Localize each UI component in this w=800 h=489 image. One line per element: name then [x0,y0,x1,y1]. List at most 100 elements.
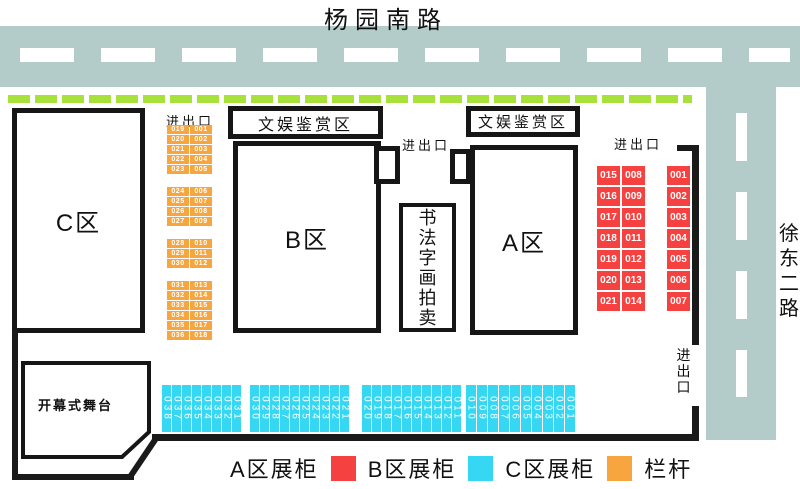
legend-swatch [330,455,356,481]
booth-cell-c: 002 [190,135,212,144]
booth-cell-b: 010 [466,385,477,432]
legend-swatch [468,455,494,481]
entertainment-area-left: 文娱鉴赏区 [228,106,383,139]
right-road-name: 徐东二路 [779,223,799,320]
booth-cell-c: 018 [190,331,212,340]
booth-cell-b: 015 [411,385,422,432]
booth-cell-b: 007 [499,385,510,432]
booth-cell-b-number: 013 [431,395,442,422]
booth-cell-c: 014 [190,291,212,300]
booth-cell-c: 029 [167,249,189,258]
booth-cell-b: 008 [487,385,499,432]
zone-a-label: A区 [501,229,546,257]
booth-cell-b: 003 [543,385,554,432]
right-road-lane-dashes [736,113,747,397]
booth-cell-b-number: 022 [329,395,340,422]
booth-cell-b-number: 036 [181,395,192,422]
booth-cell-b-number: 012 [441,395,452,422]
booth-cell-b: 035 [191,385,202,432]
booth-cell-a: 002 [667,187,690,206]
booth-cell-c: 036 [167,331,189,340]
booth-cell-a: 018 [597,229,620,248]
booth-cell-c: 034 [167,311,189,320]
booth-cell-b: 032 [221,385,232,432]
booth-cell-a: 019 [597,250,620,269]
booth-cell-b-number: 025 [299,395,310,422]
booth-cell-b-number: 008 [487,395,499,422]
entertainment-area-left-label: 文娱鉴赏区 [257,116,353,134]
booth-cell-b-number: 021 [339,395,350,422]
booth-cell-b-number: 005 [520,395,532,422]
booth-cell-c: 009 [190,217,212,226]
railing-right-top-stub [677,145,699,151]
booth-cell-b: 036 [181,385,192,432]
booth-cell-c: 027 [167,217,189,226]
legend-label: C区展柜 [505,457,596,482]
zone-a-building: A区 [470,145,578,335]
green-fence-line [8,95,692,103]
booth-cell-c: 025 [167,197,189,206]
booth-cell-b-number: 024 [309,395,320,422]
booth-cell-b-number: 001 [564,395,576,422]
booth-cell-c: 019 [167,125,189,134]
booth-cell-b-number: 002 [553,395,565,422]
entrance-gate-a [450,149,471,184]
booth-cell-b-number: 020 [361,395,372,422]
booth-cell-b: 026 [289,385,300,432]
booth-cell-b-number: 028 [269,395,280,422]
booth-cell-b-number: 030 [249,395,260,422]
booth-cell-c: 022 [167,155,189,164]
booth-cell-b-number: 038 [161,395,172,422]
booth-cell-b: 017 [391,385,402,432]
booth-cell-b-number: 018 [381,395,392,422]
booth-cell-a: 010 [622,208,645,227]
booth-cell-b: 033 [211,385,222,432]
booth-cell-b: 011 [451,385,462,432]
booth-cell-c: 030 [167,259,189,268]
booth-cell-b-number: 004 [531,395,543,422]
stage-label: 开幕式舞台 [38,398,114,413]
booth-cell-b: 016 [401,385,412,432]
booth-cell-b: 034 [201,385,212,432]
booth-cell-b-number: 037 [171,395,182,422]
booth-cell-b: 037 [171,385,182,432]
booth-cell-b: 001 [564,385,576,432]
railing-right-wall-lower [692,406,699,441]
booth-cell-c: 026 [167,207,189,216]
zone-c-label: C区 [55,210,102,237]
auction-area-label: 书法字画拍卖 [418,207,437,328]
booth-cell-a: 016 [597,187,620,206]
booth-cell-b: 027 [279,385,290,432]
booth-cell-b-number: 015 [411,395,422,422]
booth-cell-b-number: 034 [201,395,212,422]
booth-cell-b-number: 027 [279,395,290,422]
booth-cell-c: 005 [190,165,212,174]
zone-c-building: C区 [12,108,145,333]
booth-cell-b: 018 [381,385,392,432]
booth-cell-a: 006 [667,271,690,290]
booth-cell-a: 021 [597,292,620,311]
booth-cell-a: 014 [622,292,645,311]
booth-cell-b-number: 016 [401,395,412,422]
zone-b-building: B区 [233,141,381,333]
booth-cell-c: 024 [167,187,189,196]
